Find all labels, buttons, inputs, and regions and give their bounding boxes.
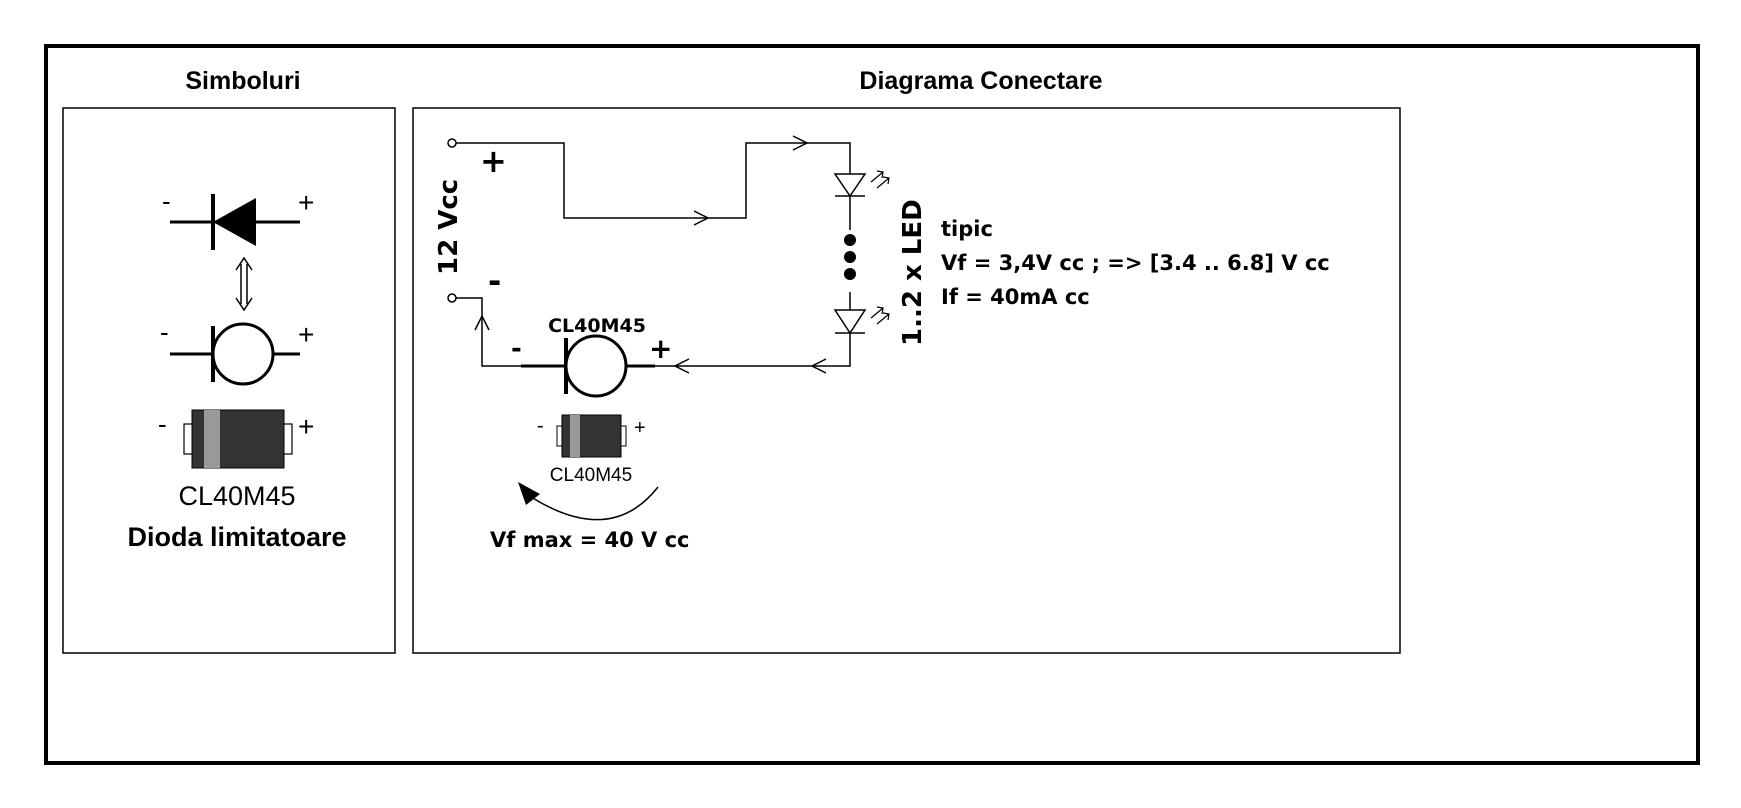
diagram-panel-title: Diagrama Conectare bbox=[859, 67, 1102, 95]
diode-symbol-plus: + bbox=[298, 187, 314, 218]
equivalence-arrow bbox=[235, 256, 253, 312]
limiter-symbol-minus: - bbox=[160, 317, 169, 347]
outer-frame bbox=[44, 44, 1700, 765]
led-count-label: 1..2 x LED bbox=[898, 199, 928, 346]
led-bottom bbox=[833, 306, 890, 335]
diode-symbol: - + bbox=[162, 186, 314, 250]
led-series-dots bbox=[844, 234, 856, 280]
symbols-panel: Simboluri - + - + bbox=[62, 67, 396, 654]
circuit-diode-plus: + bbox=[649, 332, 672, 365]
circuit-package-code: CL40M45 bbox=[550, 465, 632, 486]
diagram-panel-frame bbox=[412, 107, 1401, 654]
led-top bbox=[833, 170, 890, 198]
supply-plus: + bbox=[480, 142, 507, 180]
circuit-limiter-diode: CL40M45 - + bbox=[511, 315, 672, 398]
symbols-panel-frame bbox=[62, 107, 396, 654]
supply-terminals: 12 Vcc + - bbox=[434, 138, 507, 303]
smd-package: - + bbox=[158, 409, 314, 469]
package-minus: - bbox=[158, 409, 167, 439]
vf-max-label: Vf max = 40 V cc bbox=[490, 528, 690, 552]
diode-symbol-minus: - bbox=[162, 186, 171, 216]
limiter-diode-symbol: - + bbox=[160, 317, 314, 386]
voltage-arc-arrow bbox=[518, 482, 659, 521]
diagram-panel: Diagrama Conectare 12 Vcc + - bbox=[412, 67, 1401, 654]
limiter-symbol-plus: + bbox=[298, 319, 314, 350]
circuit-smd-package: - + CL40M45 bbox=[537, 414, 646, 486]
supply-label: 12 Vcc bbox=[434, 179, 464, 275]
flow-arrows bbox=[474, 135, 827, 374]
spec-if: If = 40mA cc bbox=[941, 285, 1090, 309]
wiring bbox=[456, 142, 851, 367]
circuit-diode-minus: - bbox=[511, 334, 522, 364]
spec-vf: Vf = 3,4V cc ; => [3.4 .. 6.8] V cc bbox=[941, 251, 1330, 275]
part-code: CL40M45 bbox=[178, 481, 295, 511]
circuit-diode-label: CL40M45 bbox=[548, 315, 646, 337]
circuit-package-plus: + bbox=[634, 417, 646, 439]
symbols-panel-title: Simboluri bbox=[185, 67, 300, 95]
supply-minus: - bbox=[488, 262, 501, 300]
circuit-package-minus: - bbox=[537, 415, 544, 437]
spec-typical: tipic bbox=[941, 217, 993, 241]
package-plus: + bbox=[298, 411, 314, 442]
part-name: Dioda limitatoare bbox=[127, 522, 346, 552]
